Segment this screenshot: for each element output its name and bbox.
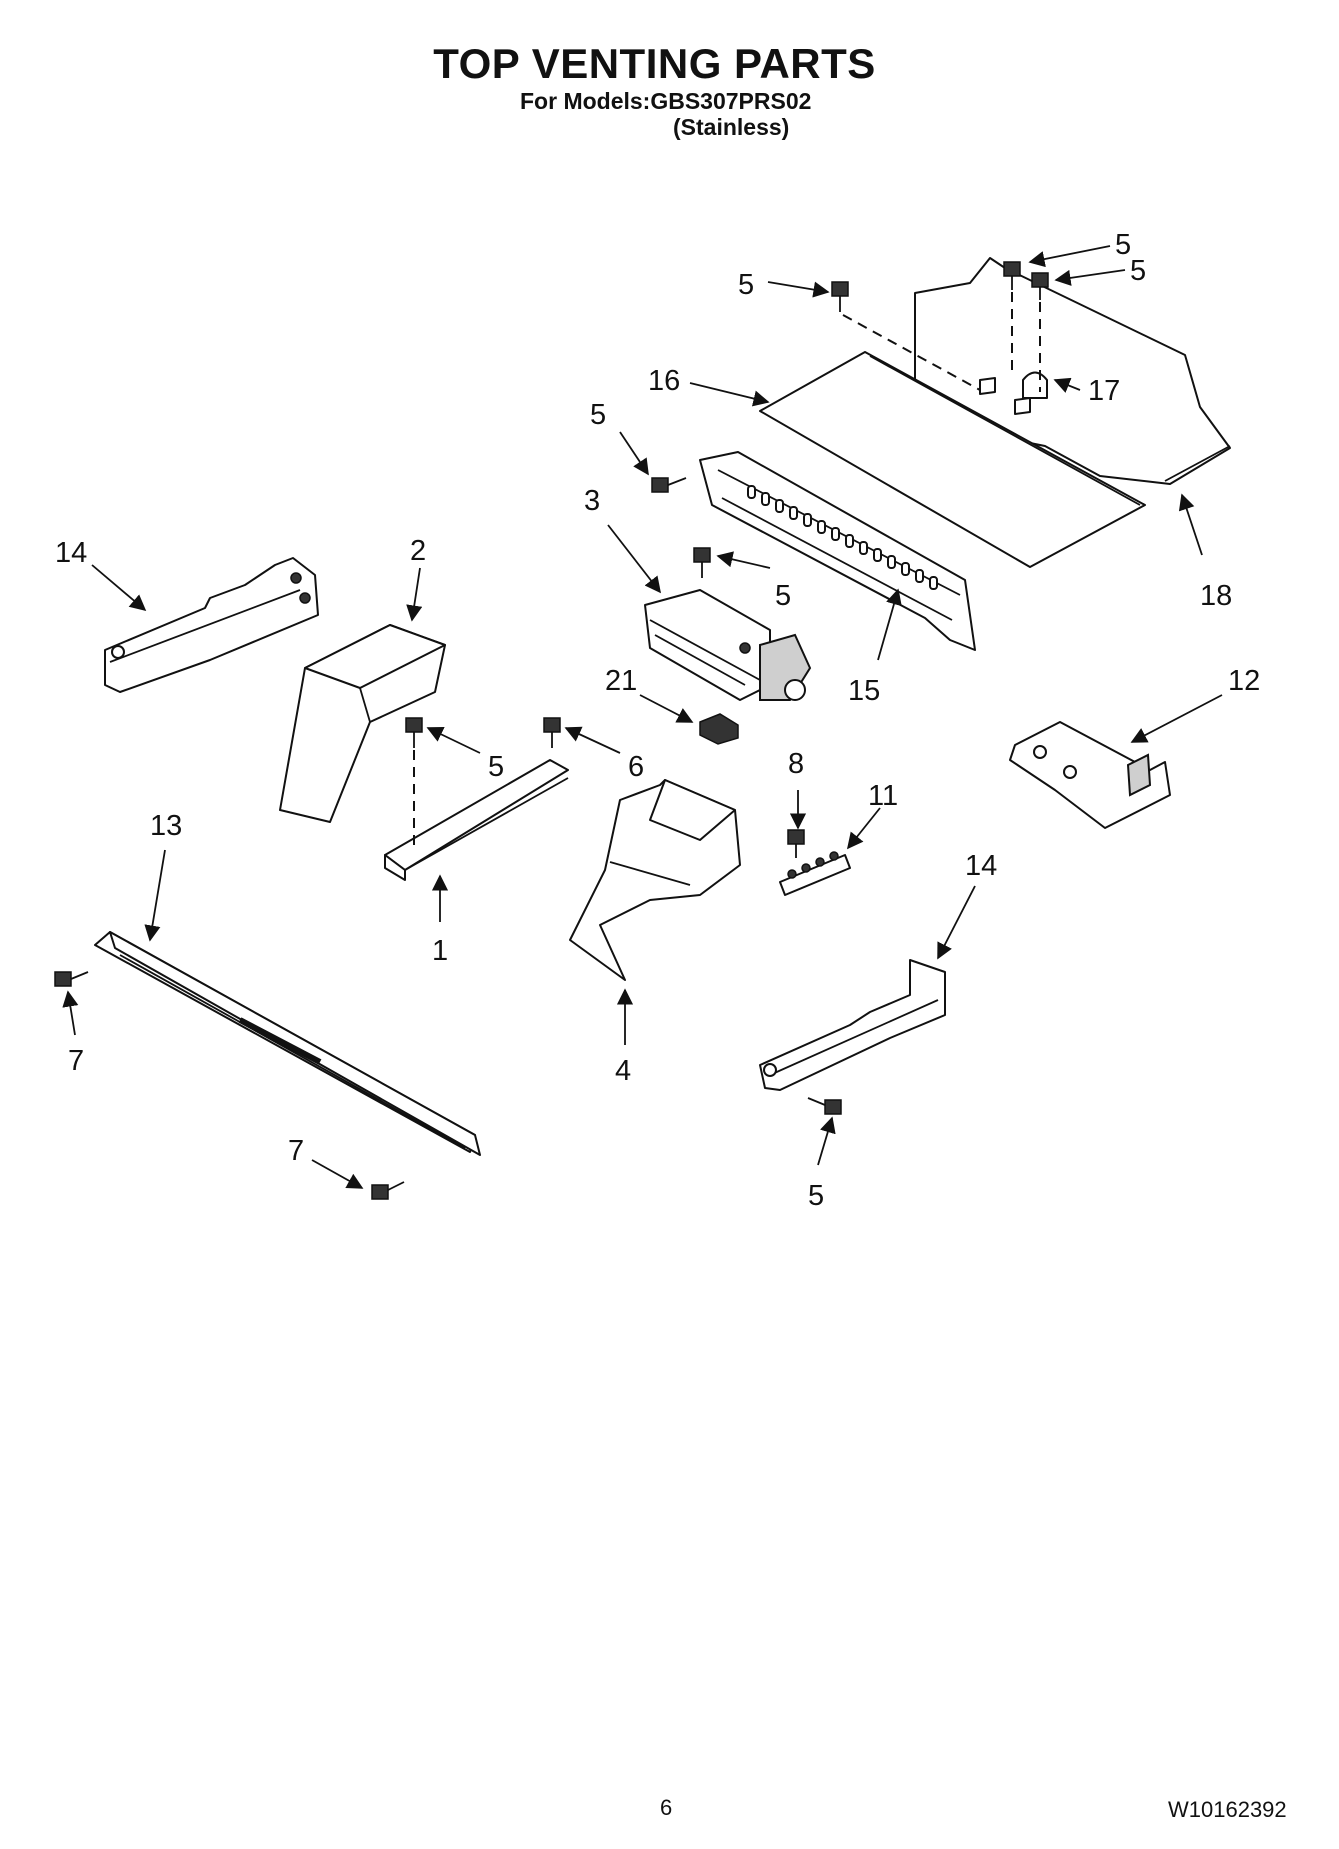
document-number: W10162392 [1168,1797,1287,1822]
callout-8: 8 [788,748,804,780]
callout-17: 17 [1088,375,1120,407]
callout-16: 16 [648,365,680,397]
callout-5: 5 [1130,255,1146,287]
callout-21: 21 [605,665,637,697]
part-1-channel [384,759,569,881]
callout-18: 18 [1200,580,1232,612]
callout-5: 5 [808,1180,824,1212]
callout-1: 1 [432,935,448,967]
callout-3: 3 [584,485,600,517]
part-16-panel [759,351,1146,568]
screw-5-top-right-b [1031,272,1049,300]
screw-8 [787,829,805,858]
screw-5-bottom [807,1097,842,1115]
screw-7-left [54,971,89,987]
part-2-vent-duct [279,624,446,823]
finish-line: (Stainless) [673,114,790,140]
page-title: TOP VENTING PARTS [433,40,876,87]
callout-labels: 5 5 5 16 17 5 18 3 5 14 2 15 21 12 5 6 8… [55,229,1260,1212]
callout-11: 11 [868,780,898,812]
models-line: For Models:GBS307PRS02 [520,88,812,114]
callout-7: 7 [288,1135,304,1167]
screw-5-rail [651,477,687,493]
part-21-block [699,713,739,745]
part-12-plate [1009,721,1171,829]
callout-6: 6 [628,751,644,783]
callout-5: 5 [1115,229,1131,261]
part-15-rail [699,451,976,651]
callout-5: 5 [775,580,791,612]
callout-5: 5 [488,751,504,783]
screw-7-bottom [371,1181,405,1200]
part-13-front-rail [94,931,481,1156]
callout-14: 14 [55,537,87,569]
callout-13: 13 [150,810,182,842]
callout-2: 2 [410,535,426,567]
callout-14: 14 [965,850,997,882]
screw-5-channel [405,717,423,748]
leader-arrows [62,245,1223,1189]
part-11-terminal-block [779,851,851,896]
callout-4: 4 [615,1055,631,1087]
screw-5-top-right-a [1003,261,1021,290]
part-14-right-bracket [759,959,946,1091]
screw-fasteners [54,261,1049,1200]
part-3-blower-assembly [644,589,812,701]
page-number: 6 [660,1795,673,1820]
part-17-clip [1022,371,1048,399]
part-14-left-bracket [104,557,319,693]
screw-6 [543,717,561,748]
callout-5: 5 [590,399,606,431]
callout-12: 12 [1228,665,1260,697]
assembly-lines [413,292,1041,850]
callout-7: 7 [68,1045,84,1077]
screw-5-blower [693,547,711,578]
callout-15: 15 [848,675,880,707]
screw-5-top-center [831,281,849,312]
part-4-deflector [569,779,741,981]
callout-5: 5 [738,269,754,301]
